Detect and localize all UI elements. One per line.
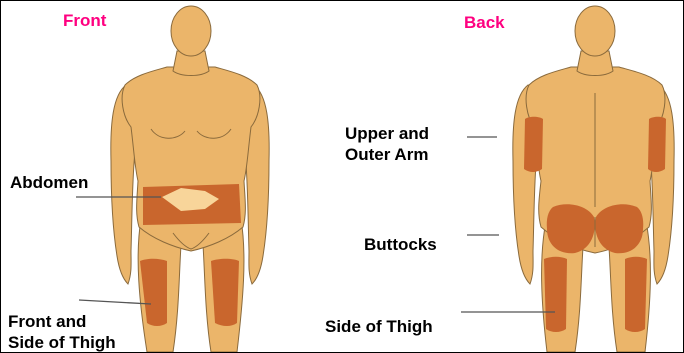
front-right-thigh-site [211,259,239,326]
front-thigh-label: Front and Side of Thigh [8,311,116,353]
front-head [171,6,211,56]
back-left-arm-site [524,117,543,172]
front-thigh-label-line2: Side of Thigh [8,332,116,353]
buttocks-label: Buttocks [364,234,437,255]
back-head [575,6,615,56]
back-right-arm-site [648,117,666,172]
front-thigh-label-line1: Front and [8,311,116,332]
back-thigh-label: Side of Thigh [325,316,433,337]
abdomen-label: Abdomen [10,172,88,193]
arm-label-line1: Upper and [345,123,429,144]
front-body-figure [76,6,269,352]
back-left-thigh-site [544,257,567,332]
arm-label: Upper and Outer Arm [345,123,429,165]
back-right-thigh-site [625,257,647,332]
arm-label-line2: Outer Arm [345,144,429,165]
back-body-figure [461,6,674,352]
